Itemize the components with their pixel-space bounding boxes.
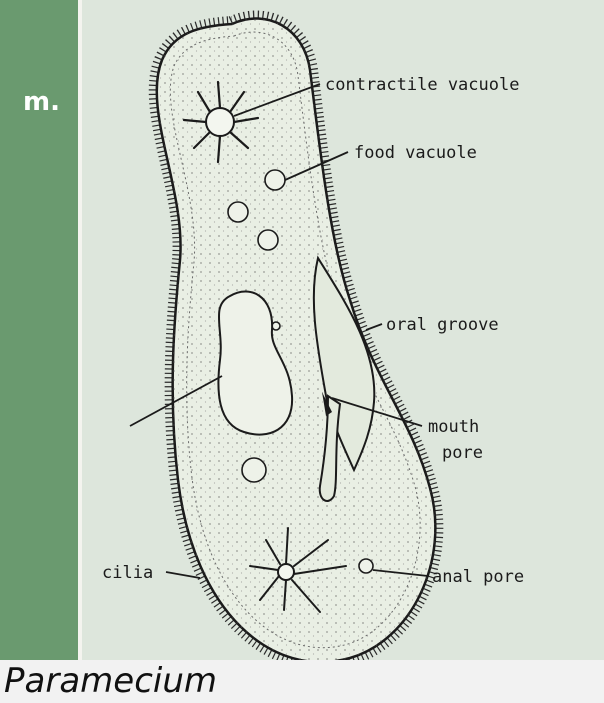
- label-oral-groove: oral groove: [386, 315, 499, 335]
- caption-bar: Paramecium: [0, 660, 604, 703]
- diagram-area: contractile vacuole food vacuole oral gr…: [82, 0, 604, 660]
- paramecium-diagram: contractile vacuole food vacuole oral gr…: [82, 0, 604, 660]
- label-anal-pore: anal pore: [432, 567, 524, 587]
- label-cilia: cilia: [102, 563, 153, 583]
- label-pore: pore: [442, 443, 483, 463]
- label-food-vacuole: food vacuole: [354, 143, 477, 163]
- left-panel-text-fragment: m.: [0, 82, 60, 122]
- left-side-panel: m.: [0, 0, 78, 660]
- label-contractile-vacuole: contractile vacuole: [325, 75, 519, 95]
- diagram-caption: Paramecium: [4, 660, 217, 703]
- label-mouth: mouth: [428, 417, 479, 437]
